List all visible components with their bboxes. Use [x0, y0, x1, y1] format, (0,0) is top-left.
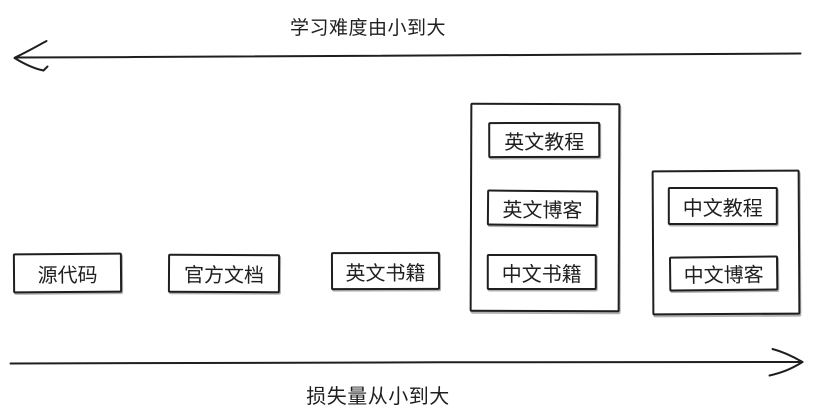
group-box-english-and-chinese-books: 英文教程 英文博客 中文书籍 — [469, 102, 621, 313]
box-official-docs: 官方文档 — [167, 253, 281, 294]
group-box-chinese-tutorials-blogs: 中文教程 中文博客 — [651, 169, 801, 316]
box-chinese-tutorials: 中文教程 — [667, 187, 778, 226]
box-label: 源代码 — [37, 264, 98, 287]
bottom-axis-label: 损失量从小到大 — [306, 386, 450, 408]
box-english-blogs: 英文博客 — [486, 189, 599, 227]
box-label: 中文教程 — [682, 197, 763, 220]
box-english-tutorials: 英文教程 — [488, 121, 601, 159]
box-label: 官方文档 — [183, 264, 265, 288]
box-label: 中文书籍 — [501, 263, 582, 286]
box-label: 英文博客 — [502, 199, 583, 222]
loss-axis-right-arrow — [9, 348, 804, 377]
box-source-code: 源代码 — [12, 252, 123, 294]
difficulty-axis-left-arrow — [13, 40, 802, 72]
box-label: 中文博客 — [683, 264, 764, 288]
box-label: 英文书籍 — [345, 262, 426, 285]
box-english-books: 英文书籍 — [330, 251, 441, 291]
top-axis-label: 学习难度由小到大 — [289, 18, 446, 39]
box-chinese-blogs: 中文博客 — [668, 255, 779, 292]
box-label: 英文教程 — [504, 131, 585, 154]
box-chinese-books: 中文书籍 — [486, 253, 597, 290]
